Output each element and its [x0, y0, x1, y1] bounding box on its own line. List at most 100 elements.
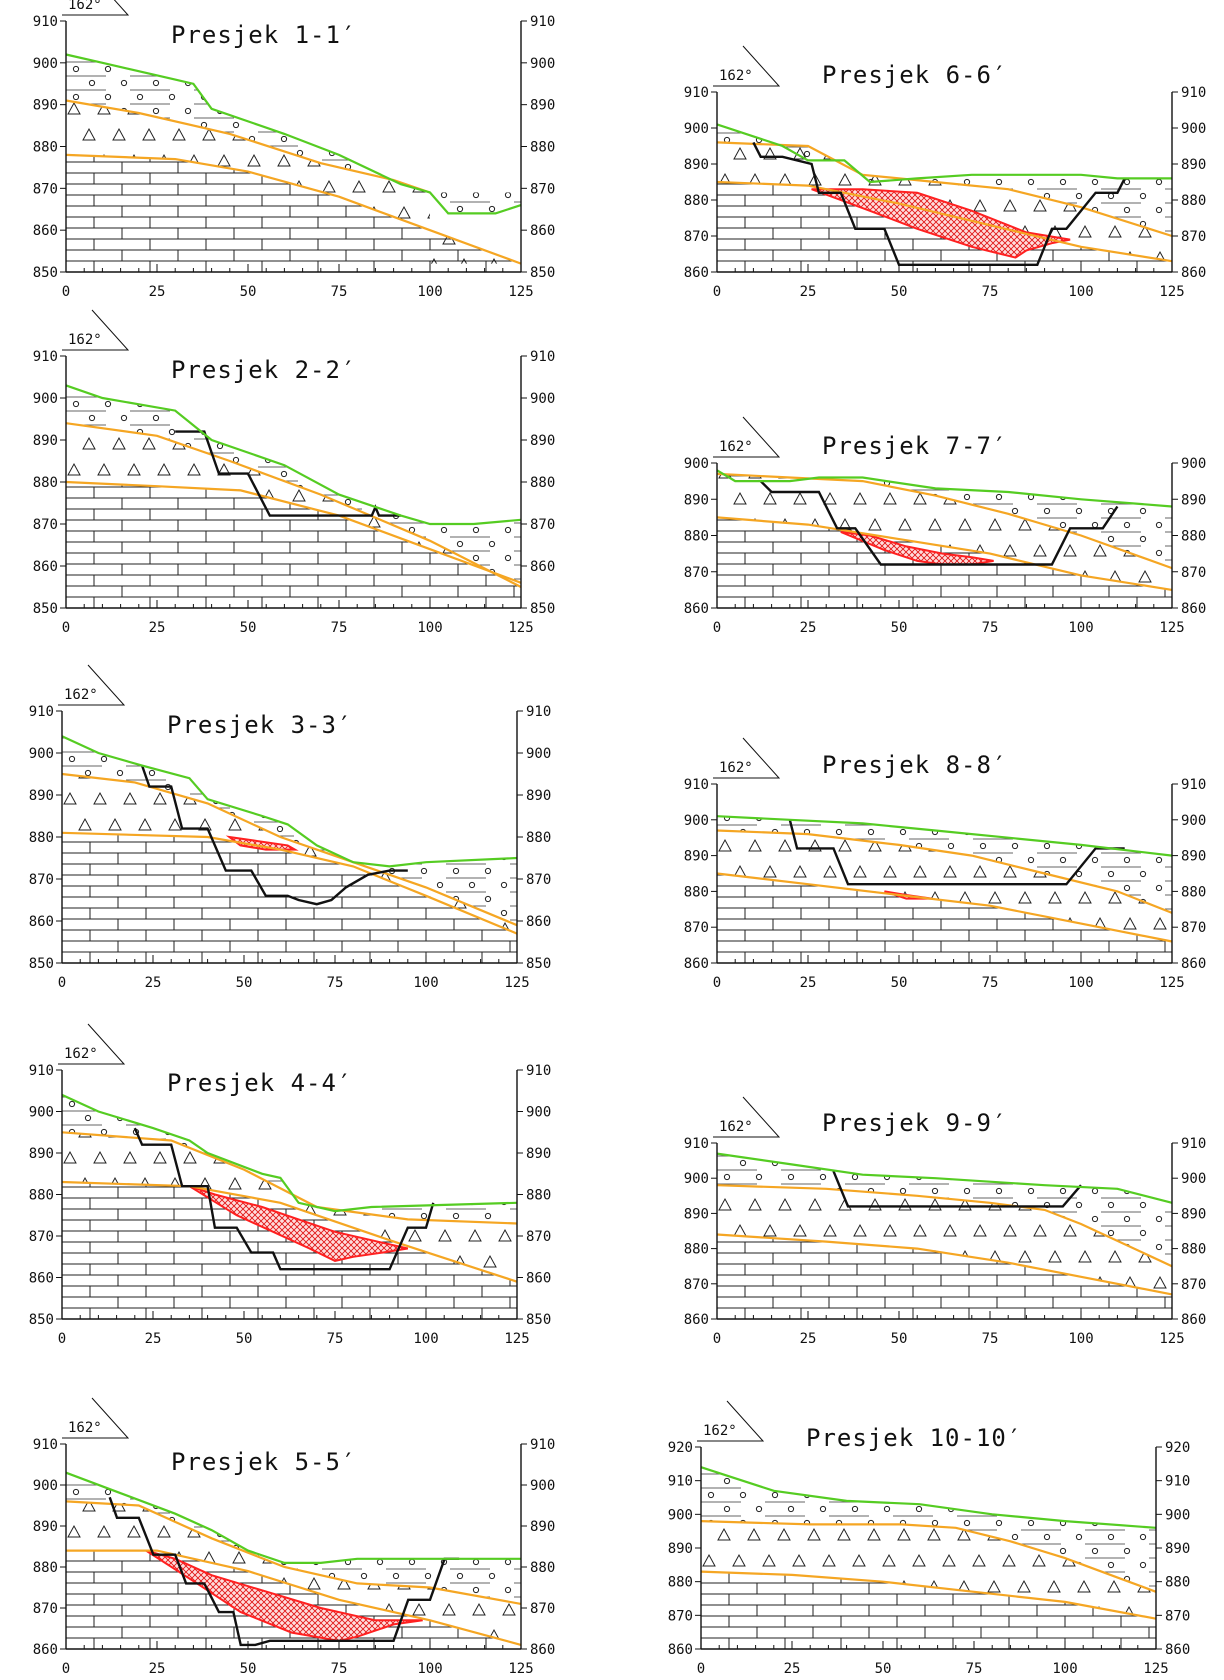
- section-title: Presjek 9-9′: [822, 1109, 1007, 1137]
- x-tick-label: 100: [1052, 1661, 1077, 1677]
- y-tick-label-left: 890: [684, 849, 709, 865]
- orientation-label: 162°: [68, 332, 102, 348]
- x-tick-label: 0: [62, 284, 70, 300]
- y-tick-label-left: 890: [668, 1541, 693, 1557]
- x-tick-label: 0: [62, 620, 70, 636]
- orientation-label: 162°: [719, 760, 753, 776]
- x-tick-label: 100: [413, 1331, 438, 1347]
- y-tick-label-left: 860: [684, 265, 709, 281]
- y-tick-label-left: 870: [29, 1229, 54, 1245]
- y-tick-label-left: 890: [29, 1146, 54, 1162]
- orientation-label: 162°: [64, 1046, 98, 1062]
- y-tick-label-left: 910: [684, 777, 709, 793]
- y-tick-label-left: 910: [29, 704, 54, 720]
- section-title: Presjek 2-2′: [171, 356, 356, 384]
- y-tick-label-left: 920: [668, 1440, 693, 1456]
- x-tick-label: 0: [58, 975, 66, 991]
- y-tick-label-left: 900: [684, 121, 709, 137]
- y-tick-label-right: 880: [1181, 193, 1206, 209]
- y-tick-label-right: 880: [526, 1188, 551, 1204]
- y-tick-label-left: 910: [668, 1474, 693, 1490]
- y-tick-label-left: 870: [684, 565, 709, 581]
- bedrock-boundary-line: [716, 1233, 1173, 1296]
- x-tick-label: 75: [982, 975, 999, 991]
- x-tick-label: 125: [1143, 1661, 1168, 1677]
- orientation-marker: [697, 1400, 765, 1442]
- y-tick-label-left: 890: [33, 1519, 58, 1535]
- y-tick-label-right: 870: [530, 1601, 555, 1617]
- x-tick-label: 25: [800, 1331, 817, 1347]
- orientation-label: 162°: [68, 0, 102, 13]
- bedrock-brick-pattern: [701, 1571, 1156, 1649]
- y-tick-label-right: 890: [1165, 1541, 1190, 1557]
- debris-triangle-symbols: [63, 774, 512, 934]
- y-tick-label-right: 910: [526, 704, 551, 720]
- section-title: Presjek 10-10′: [806, 1424, 1022, 1452]
- y-tick-label-right: 880: [530, 140, 555, 156]
- y-tick-label-left: 870: [684, 920, 709, 936]
- y-tick-label-left: 850: [29, 956, 54, 972]
- y-tick-label-left: 880: [684, 529, 709, 545]
- bedrock-boundary-line: [61, 1180, 518, 1283]
- orientation-marker: [58, 1023, 126, 1065]
- topsoil-circle-symbols: [66, 54, 521, 213]
- x-tick-label: 50: [891, 620, 908, 636]
- y-tick-label-left: 910: [684, 85, 709, 101]
- topsoil-circle-symbols: [701, 1467, 1156, 1592]
- y-tick-label-right: 850: [530, 601, 555, 617]
- excavation-profile-line: [832, 1170, 1082, 1208]
- y-tick-label-right: 910: [1165, 1474, 1190, 1490]
- y-tick-label-right: 890: [1181, 492, 1206, 508]
- y-tick-label-left: 870: [33, 181, 58, 197]
- y-tick-label-right: 890: [1181, 1206, 1206, 1222]
- x-tick-label: 100: [1068, 975, 1093, 991]
- orientation-label: 162°: [719, 1119, 753, 1135]
- y-tick-label-right: 870: [1181, 1277, 1206, 1293]
- y-tick-label-right: 890: [1181, 157, 1206, 173]
- y-tick-label-right: 900: [530, 391, 555, 407]
- orientation-marker: [713, 737, 781, 779]
- excavation-profile-line: [108, 1496, 460, 1647]
- debris-triangle-symbols: [718, 1197, 1167, 1289]
- y-tick-label-right: 880: [1165, 1575, 1190, 1591]
- y-tick-label-right: 860: [530, 559, 555, 575]
- excavation-profile-line: [140, 765, 408, 906]
- x-tick-label: 50: [891, 284, 908, 300]
- debris-boundary-line: [65, 422, 522, 588]
- terrain-profile-line: [700, 1466, 1157, 1529]
- y-tick-label-left: 900: [684, 813, 709, 829]
- y-tick-label-right: 880: [1181, 1242, 1206, 1258]
- bedrock-boundary-line: [716, 872, 1173, 943]
- y-tick-label-left: 880: [33, 140, 58, 156]
- y-tick-label-left: 880: [684, 1242, 709, 1258]
- y-tick-label-left: 880: [33, 475, 58, 491]
- orientation-label: 162°: [703, 1423, 737, 1439]
- y-tick-label-left: 910: [684, 1136, 709, 1152]
- y-tick-label-left: 910: [29, 1063, 54, 1079]
- y-tick-label-right: 890: [530, 1519, 555, 1535]
- x-tick-label: 25: [800, 620, 817, 636]
- x-tick-label: 50: [891, 975, 908, 991]
- y-tick-label-right: 870: [1181, 565, 1206, 581]
- x-tick-label: 0: [62, 1661, 70, 1677]
- debris-boundary-line: [700, 1520, 1157, 1593]
- y-tick-label-right: 890: [530, 433, 555, 449]
- y-tick-label-left: 890: [33, 433, 58, 449]
- landslide-body: [225, 835, 299, 851]
- y-tick-label-right: 870: [526, 1229, 551, 1245]
- y-tick-label-right: 870: [526, 872, 551, 888]
- debris-triangle-symbols: [702, 1527, 1151, 1619]
- y-tick-label-right: 880: [530, 475, 555, 491]
- section-title: Presjek 5-5′: [171, 1448, 356, 1476]
- terrain-profile-line: [716, 469, 1173, 508]
- terrain-profile-line: [61, 735, 518, 868]
- x-tick-label: 125: [504, 1331, 529, 1347]
- y-tick-label-left: 910: [33, 14, 58, 30]
- y-tick-label-right: 870: [530, 517, 555, 533]
- y-tick-label-right: 870: [1181, 229, 1206, 245]
- y-tick-label-left: 870: [684, 229, 709, 245]
